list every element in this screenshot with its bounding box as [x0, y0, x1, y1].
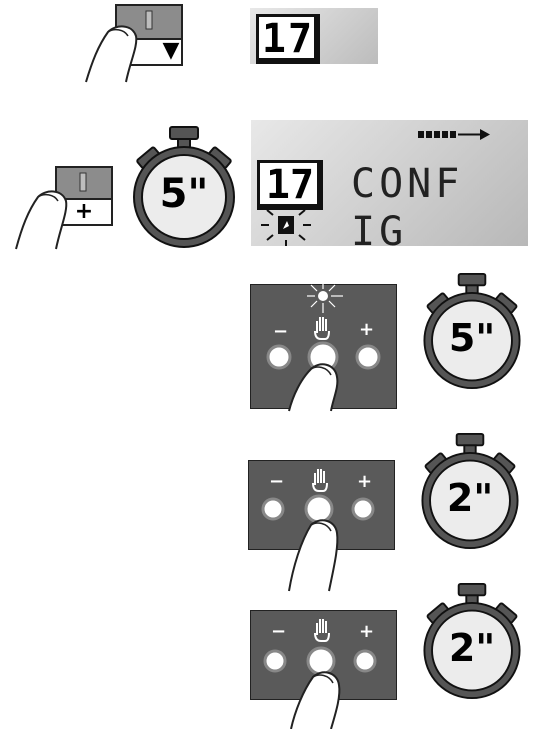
finger-pressing-icon [283, 511, 343, 591]
key-down-illustration: ▼ [78, 2, 188, 84]
stopwatch-label: 2" [418, 474, 522, 522]
finger-pressing-icon [283, 355, 343, 411]
stopwatch-icon: 2" [418, 432, 522, 550]
down-arrow-icon: ▼ [138, 38, 204, 64]
control-panel-3: − + [250, 610, 397, 700]
lcd-number-box: 17 [256, 14, 320, 64]
lcd-number: 17 [259, 17, 317, 61]
lcd-number-box: 17 [257, 160, 323, 210]
lcd-config-text: CONF IG [351, 160, 528, 256]
control-panel-2: − + [248, 460, 395, 550]
progress-arrow-icon [418, 128, 490, 142]
control-panel-1: − + [250, 284, 397, 409]
plus-key-label: + [56, 199, 112, 225]
stopwatch-label: 5" [420, 314, 524, 362]
key-plus-illustration: + [14, 165, 114, 250]
stopwatch-icon: 2" [420, 582, 524, 700]
lcd-number: 17 [260, 163, 320, 207]
lcd-display-step1: 17 [250, 8, 378, 64]
finger-pressing-icon [285, 663, 345, 729]
stopwatch-label: 5" [130, 169, 238, 219]
stopwatch-icon: 5" [130, 125, 238, 249]
hand-indicator-icon [257, 204, 315, 246]
lcd-display-config: 17 CONF IG [251, 120, 528, 246]
stopwatch-label: 2" [420, 624, 524, 672]
stopwatch-icon: 5" [420, 272, 524, 390]
